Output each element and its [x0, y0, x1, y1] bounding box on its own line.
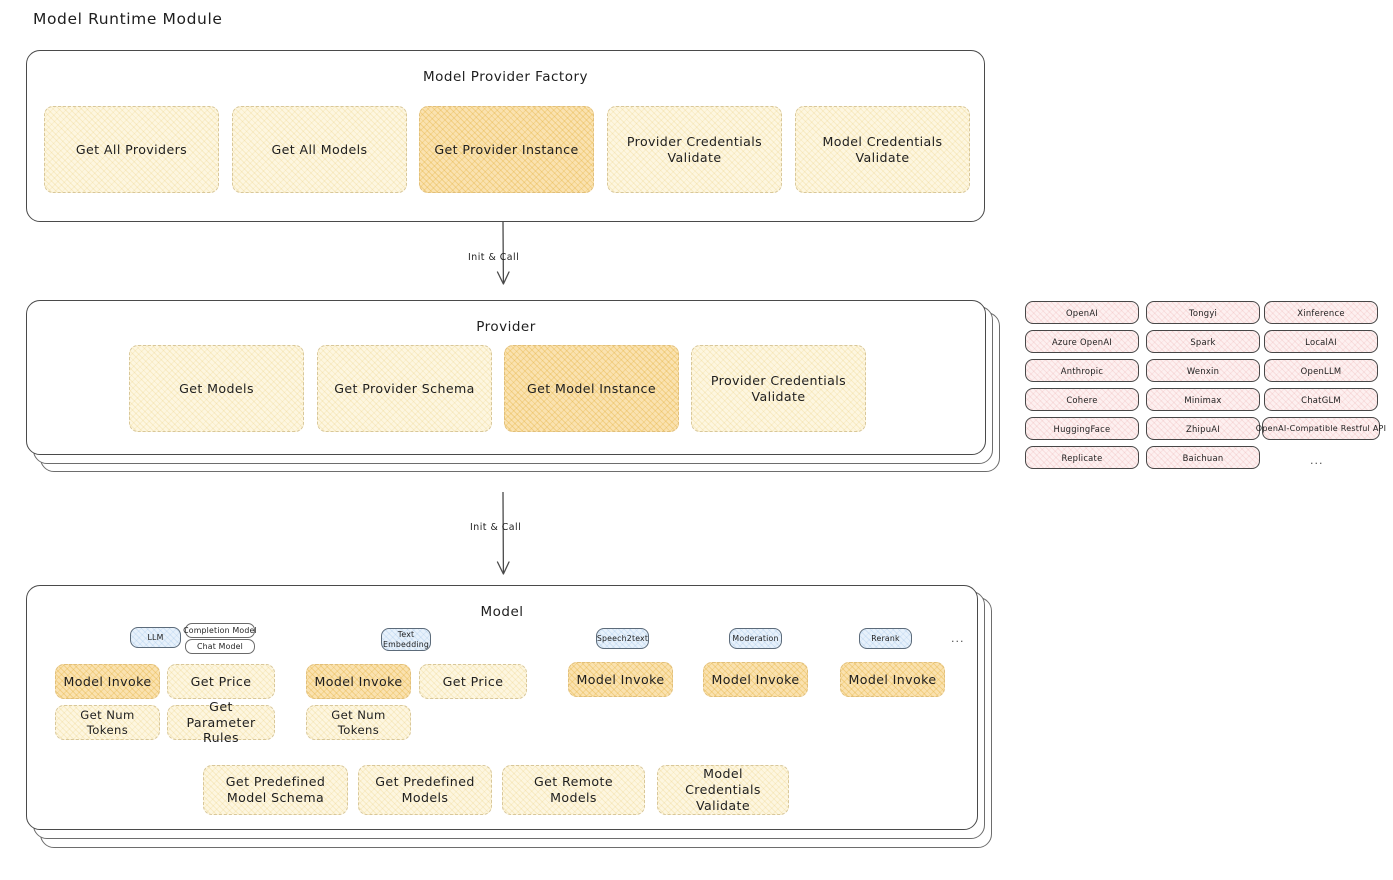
provider-chip-anthropic[interactable]: Anthropic [1025, 359, 1139, 382]
provider-box-get-models[interactable]: Get Models [129, 345, 304, 432]
provider-chip-zhipuai[interactable]: ZhipuAI [1146, 417, 1260, 440]
provider-chip-xinference[interactable]: Xinference [1264, 301, 1378, 324]
provider-chip-huggingface[interactable]: HuggingFace [1025, 417, 1139, 440]
connector-provider-to-model: Init & Call [470, 491, 550, 587]
text-embedding-method-model-invoke[interactable]: Model Invoke [306, 664, 411, 699]
factory-title: Model Provider Factory [422, 69, 588, 85]
llm-method-get-num-tokens[interactable]: Get Num Tokens [55, 705, 160, 740]
connector-1-label: Init & Call [468, 252, 520, 263]
rerank-method-model-invoke[interactable]: Model Invoke [840, 662, 945, 697]
provider-title: Provider [476, 319, 536, 335]
model-type-chip-moderation[interactable]: Moderation [729, 628, 782, 649]
model-common-model-credentials-validate[interactable]: Model Credentials Validate [657, 765, 789, 815]
factory-box-get-all-providers[interactable]: Get All Providers [44, 106, 219, 193]
factory-box-get-provider-instance[interactable]: Get Provider Instance [419, 106, 594, 193]
provider-chip-openllm[interactable]: OpenLLM [1264, 359, 1378, 382]
factory-box-get-all-models[interactable]: Get All Models [232, 106, 407, 193]
model-type-chip-rerank[interactable]: Rerank [859, 628, 912, 649]
connector-2-label: Init & Call [470, 522, 522, 533]
connector-factory-to-provider: Init & Call [468, 221, 550, 302]
provider-box-get-model-instance[interactable]: Get Model Instance [504, 345, 679, 432]
provider-chip-tongyi[interactable]: Tongyi [1146, 301, 1260, 324]
provider-chip-chatglm[interactable]: ChatGLM [1264, 388, 1378, 411]
provider-chip-minimax[interactable]: Minimax [1146, 388, 1260, 411]
provider-chip-baichuan[interactable]: Baichuan [1146, 446, 1260, 469]
model-common-get-remote-models[interactable]: Get Remote Models [502, 765, 645, 815]
text-embedding-method-get-price[interactable]: Get Price [419, 664, 527, 699]
model-common-get-predefined-models[interactable]: Get Predefined Models [358, 765, 492, 815]
factory-box-provider-credentials-validate[interactable]: Provider Credentials Validate [607, 106, 782, 193]
model-title: Model [480, 604, 524, 620]
model-type-chip-text-embedding[interactable]: Text Embedding [381, 628, 431, 651]
provider-chip-replicate[interactable]: Replicate [1025, 446, 1139, 469]
provider-box-provider-credentials-validate[interactable]: Provider Credentials Validate [691, 345, 866, 432]
provider-chip-openai-compatible-restful-api[interactable]: OpenAI-Compatible Restful API [1256, 417, 1386, 440]
model-type-chip-llm[interactable]: LLM [130, 627, 181, 648]
provider-box-get-provider-schema[interactable]: Get Provider Schema [317, 345, 492, 432]
provider-chip-azure-openai[interactable]: Azure OpenAI [1025, 330, 1139, 353]
provider-list-more: ... [1310, 454, 1324, 467]
model-types-more: ... [951, 632, 965, 645]
text-embedding-method-get-num-tokens[interactable]: Get Num Tokens [306, 705, 411, 740]
model-type-chip-speech2text[interactable]: Speech2text [596, 628, 649, 649]
provider-chip-openai[interactable]: OpenAI [1025, 301, 1139, 324]
arrow-down-icon [496, 221, 510, 285]
page-title: Model Runtime Module [33, 10, 223, 28]
llm-method-get-parameter-rules[interactable]: Get Parameter Rules [167, 699, 275, 745]
model-common-get-predefined-model-schema[interactable]: Get Predefined Model Schema [203, 765, 348, 815]
arrow-down-icon-2 [496, 491, 510, 575]
provider-chip-spark[interactable]: Spark [1146, 330, 1260, 353]
model-subtype-chat-model[interactable]: Chat Model [185, 639, 255, 654]
provider-chip-cohere[interactable]: Cohere [1025, 388, 1139, 411]
llm-method-model-invoke[interactable]: Model Invoke [55, 664, 160, 699]
provider-chip-localai[interactable]: LocalAI [1264, 330, 1378, 353]
llm-method-get-price[interactable]: Get Price [167, 664, 275, 699]
model-subtype-completion-model[interactable]: Completion Model [183, 623, 257, 638]
moderation-method-model-invoke[interactable]: Model Invoke [703, 662, 808, 697]
provider-chip-wenxin[interactable]: Wenxin [1146, 359, 1260, 382]
factory-box-model-credentials-validate[interactable]: Model Credentials Validate [795, 106, 970, 193]
speech2text-method-model-invoke[interactable]: Model Invoke [568, 662, 673, 697]
